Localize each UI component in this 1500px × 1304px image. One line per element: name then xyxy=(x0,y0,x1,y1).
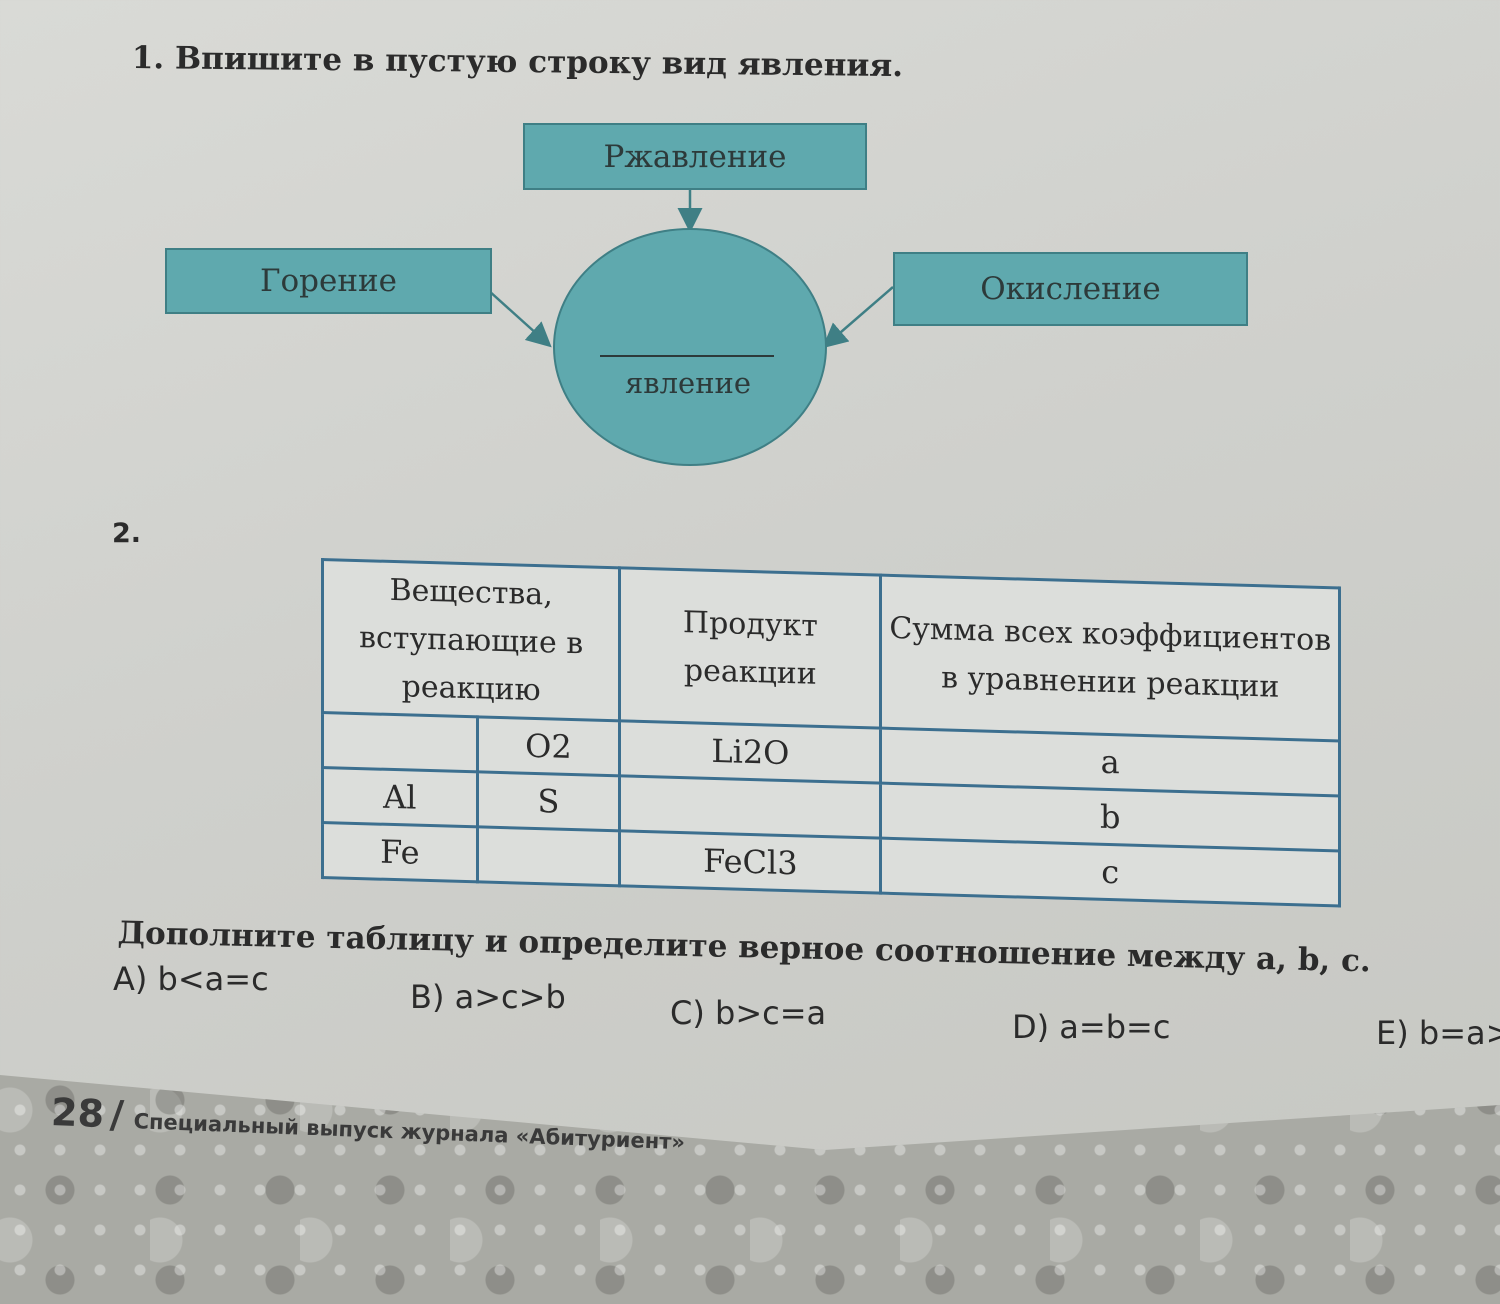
option-letter: C) xyxy=(670,994,705,1032)
reactant-1-cell[interactable] xyxy=(322,712,478,772)
option-text: b>c=a xyxy=(715,994,827,1032)
option-letter: B) xyxy=(410,978,445,1016)
answer-option-d[interactable]: D) a=b=c xyxy=(1012,1008,1170,1046)
phenomenon-diagram: Ржавление Горение Окисление явление xyxy=(0,0,1500,480)
option-text: a>c>b xyxy=(454,978,566,1016)
reactant-2-cell[interactable] xyxy=(477,826,620,886)
header-coefficient-sum: Сумма всех коэффициентов в уравнении реа… xyxy=(880,575,1340,741)
reactant-1-cell: Fe xyxy=(322,822,478,882)
page-number: 28 xyxy=(50,1090,105,1136)
option-letter: A) xyxy=(113,960,148,998)
coefficient-sum-cell: c xyxy=(880,838,1340,906)
answer-option-a[interactable]: A) b<a=c xyxy=(113,960,269,998)
oxidation-box: Окисление xyxy=(893,252,1248,326)
header-reactants: Вещества, вступающие в реакцию xyxy=(322,559,620,721)
rusting-box: Ржавление xyxy=(523,123,867,190)
answer-option-c[interactable]: C) b>c=a xyxy=(670,994,826,1032)
task-2-question: Дополните таблицу и определите верное со… xyxy=(117,915,1372,980)
burning-box: Горение xyxy=(165,248,492,314)
footer-separator: / xyxy=(109,1092,125,1137)
phenomenon-blank-line[interactable] xyxy=(600,355,774,357)
product-cell: Li2O xyxy=(619,720,881,784)
reaction-table-wrap: Вещества, вступающие в реакцию Продукт р… xyxy=(321,558,1341,908)
reactant-2-cell: S xyxy=(477,771,620,831)
option-letter: D) xyxy=(1012,1008,1050,1046)
header-product: Продукт реакции xyxy=(619,567,881,729)
option-text: a=b=c xyxy=(1059,1008,1171,1046)
task-2-number: 2. xyxy=(112,518,142,549)
answer-option-b[interactable]: B) a>c>b xyxy=(410,978,566,1016)
answer-option-e[interactable]: E) b=a>c xyxy=(1376,1014,1500,1052)
arrow-right xyxy=(822,286,894,349)
product-cell[interactable] xyxy=(619,775,881,839)
decorative-paisley-border xyxy=(0,1075,1500,1304)
reaction-table: Вещества, вступающие в реакцию Продукт р… xyxy=(321,558,1341,908)
reactant-1-cell: Al xyxy=(322,767,478,827)
phenomenon-circle xyxy=(553,228,827,466)
option-letter: E) xyxy=(1376,1014,1409,1052)
reactant-2-cell: O2 xyxy=(477,716,620,776)
product-cell: FeCl3 xyxy=(619,830,881,894)
arrow-left xyxy=(487,289,552,348)
phenomenon-label: явление xyxy=(624,366,752,400)
option-text: b=a>c xyxy=(1418,1014,1500,1052)
option-text: b<a=c xyxy=(157,960,269,998)
diagram-arrows xyxy=(487,188,894,349)
